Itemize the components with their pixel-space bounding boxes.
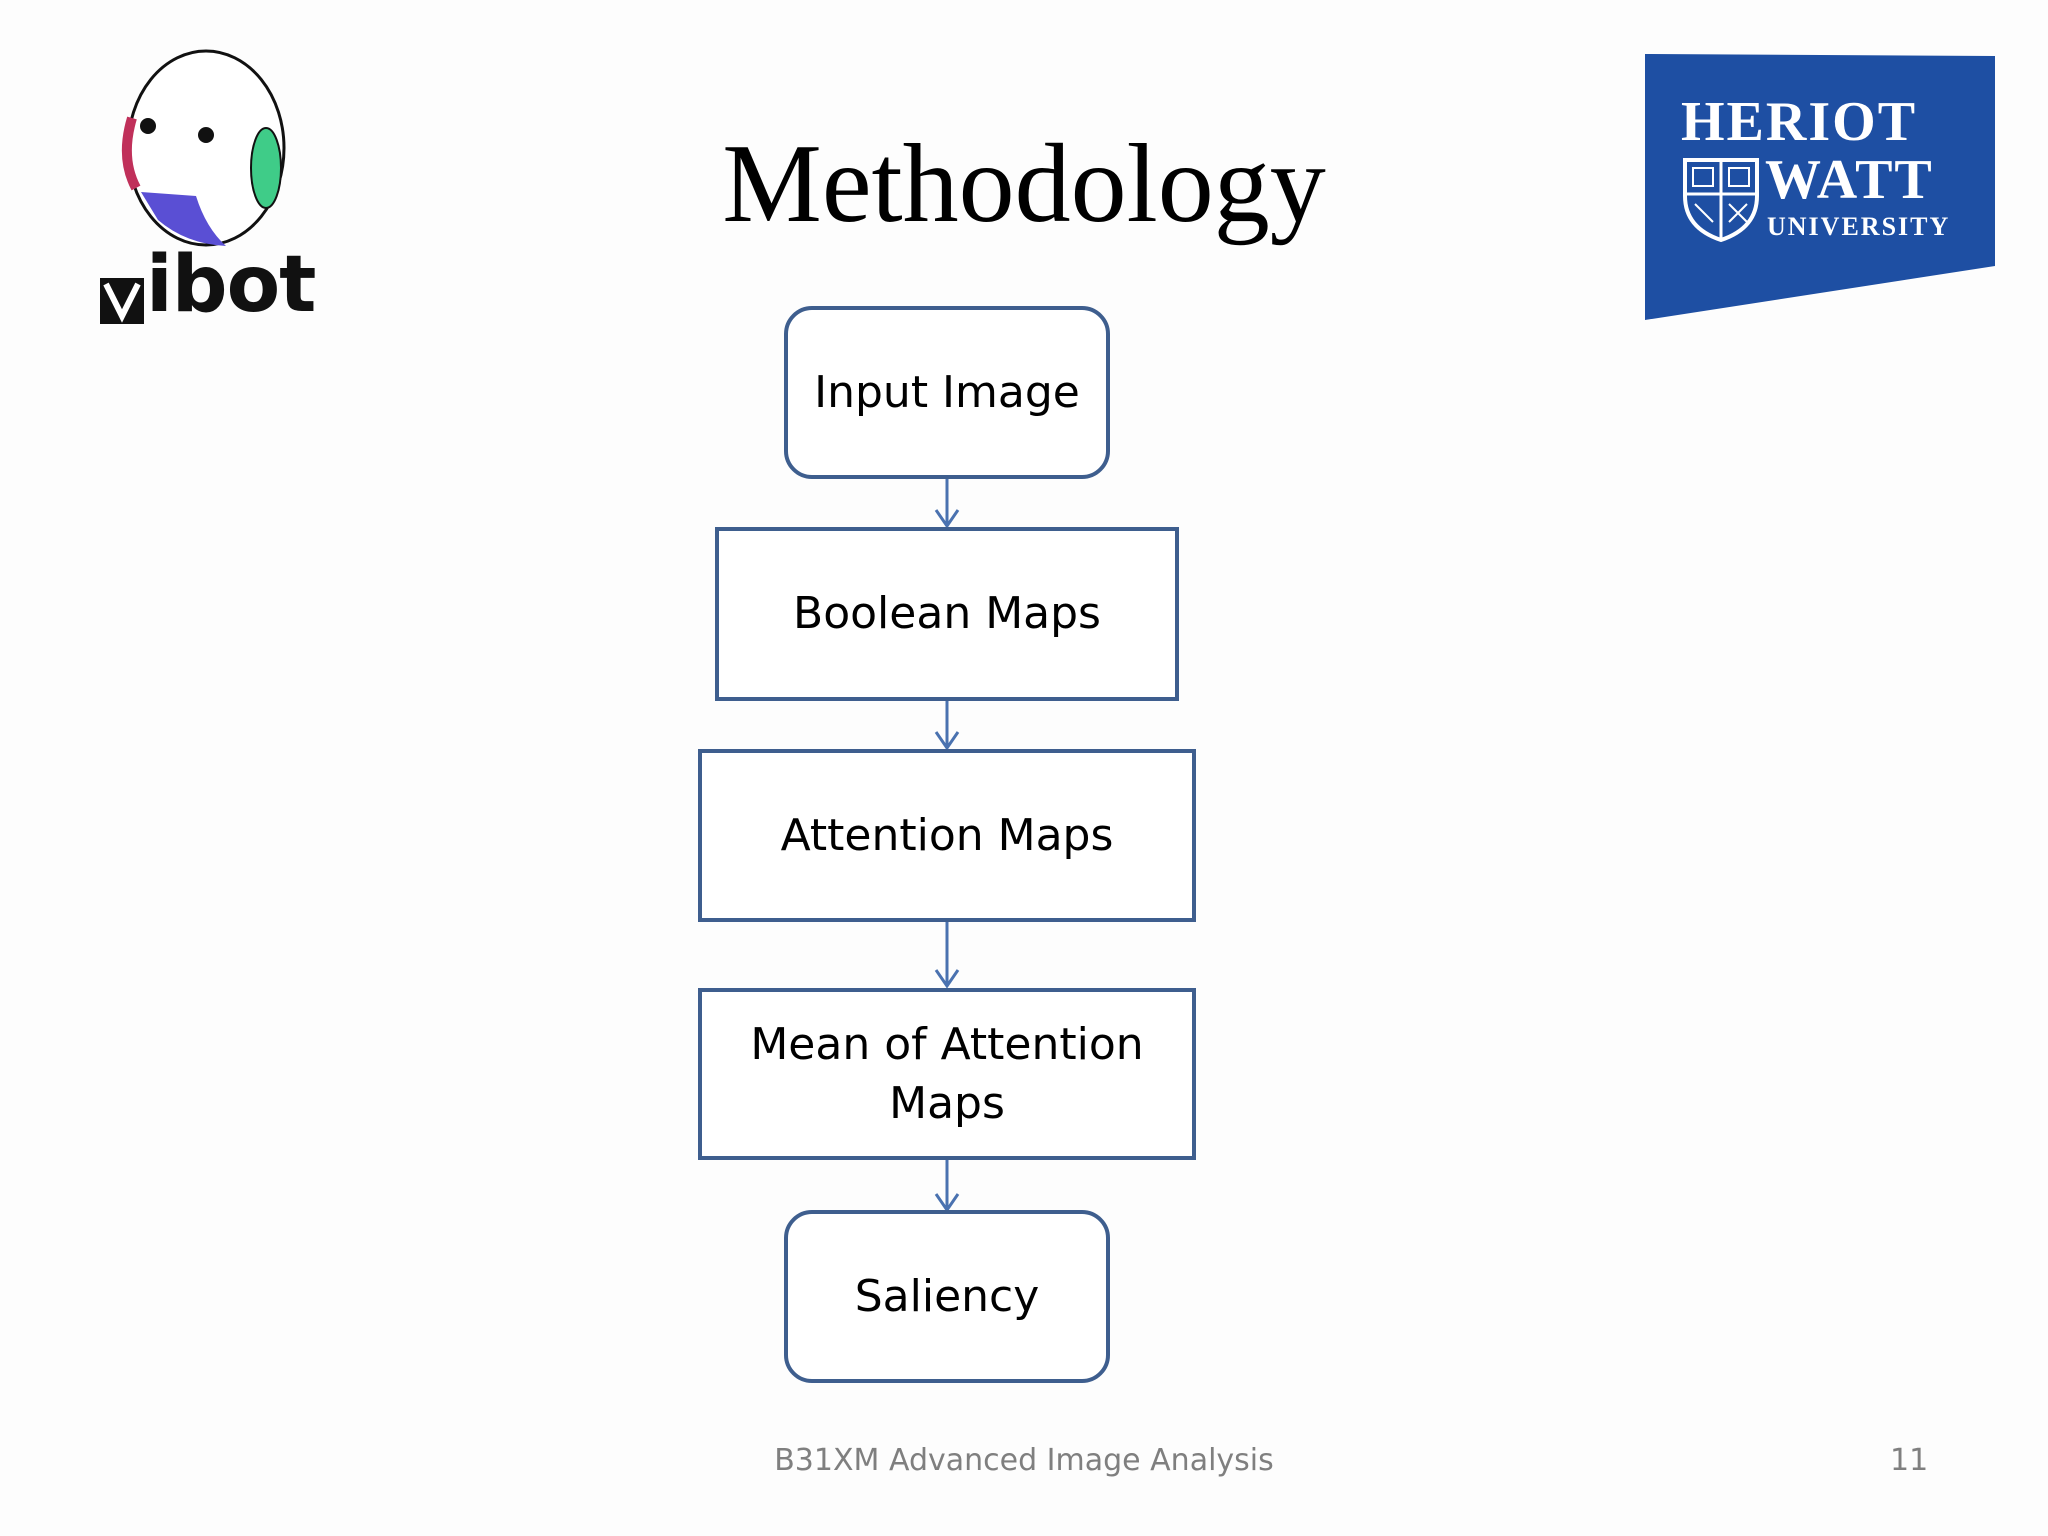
ibot-logo: ibot: [96, 48, 316, 338]
flow-step-mean-of-attention-maps: Mean of Attention Maps: [698, 988, 1196, 1160]
logo-line-watt: WATT: [1765, 149, 1934, 211]
page-number: 11: [1890, 1443, 1929, 1478]
footer-course-name: B31XM Advanced Image Analysis: [774, 1443, 1274, 1478]
heriot-watt-banner: [1645, 54, 1995, 320]
logo-line-university: UNIVERSITY: [1767, 212, 1951, 241]
logo-line-heriot: HERIOT: [1681, 91, 1918, 153]
flow-step-boolean-maps: Boolean Maps: [715, 527, 1179, 701]
arrow-attention-to-mean: [934, 922, 960, 989]
ibot-v-mark-icon: [100, 278, 144, 324]
flow-step-attention-maps: Attention Maps: [698, 749, 1196, 922]
slide-title: Methodology: [722, 122, 1326, 246]
heriot-watt-logo: HERIOT WATT UNIVERSITY: [1645, 54, 1995, 320]
flow-step-saliency: Saliency: [784, 1210, 1110, 1383]
arrow-mean-to-saliency: [934, 1160, 960, 1213]
ibot-face-icon: [121, 49, 286, 247]
crest-icon: [1683, 158, 1759, 242]
ibot-logo-text: ibot: [146, 240, 316, 330]
arrow-boolean-to-attention: [934, 701, 960, 751]
arrow-input-to-boolean: [934, 479, 960, 529]
flow-step-input-image: Input Image: [784, 306, 1110, 479]
